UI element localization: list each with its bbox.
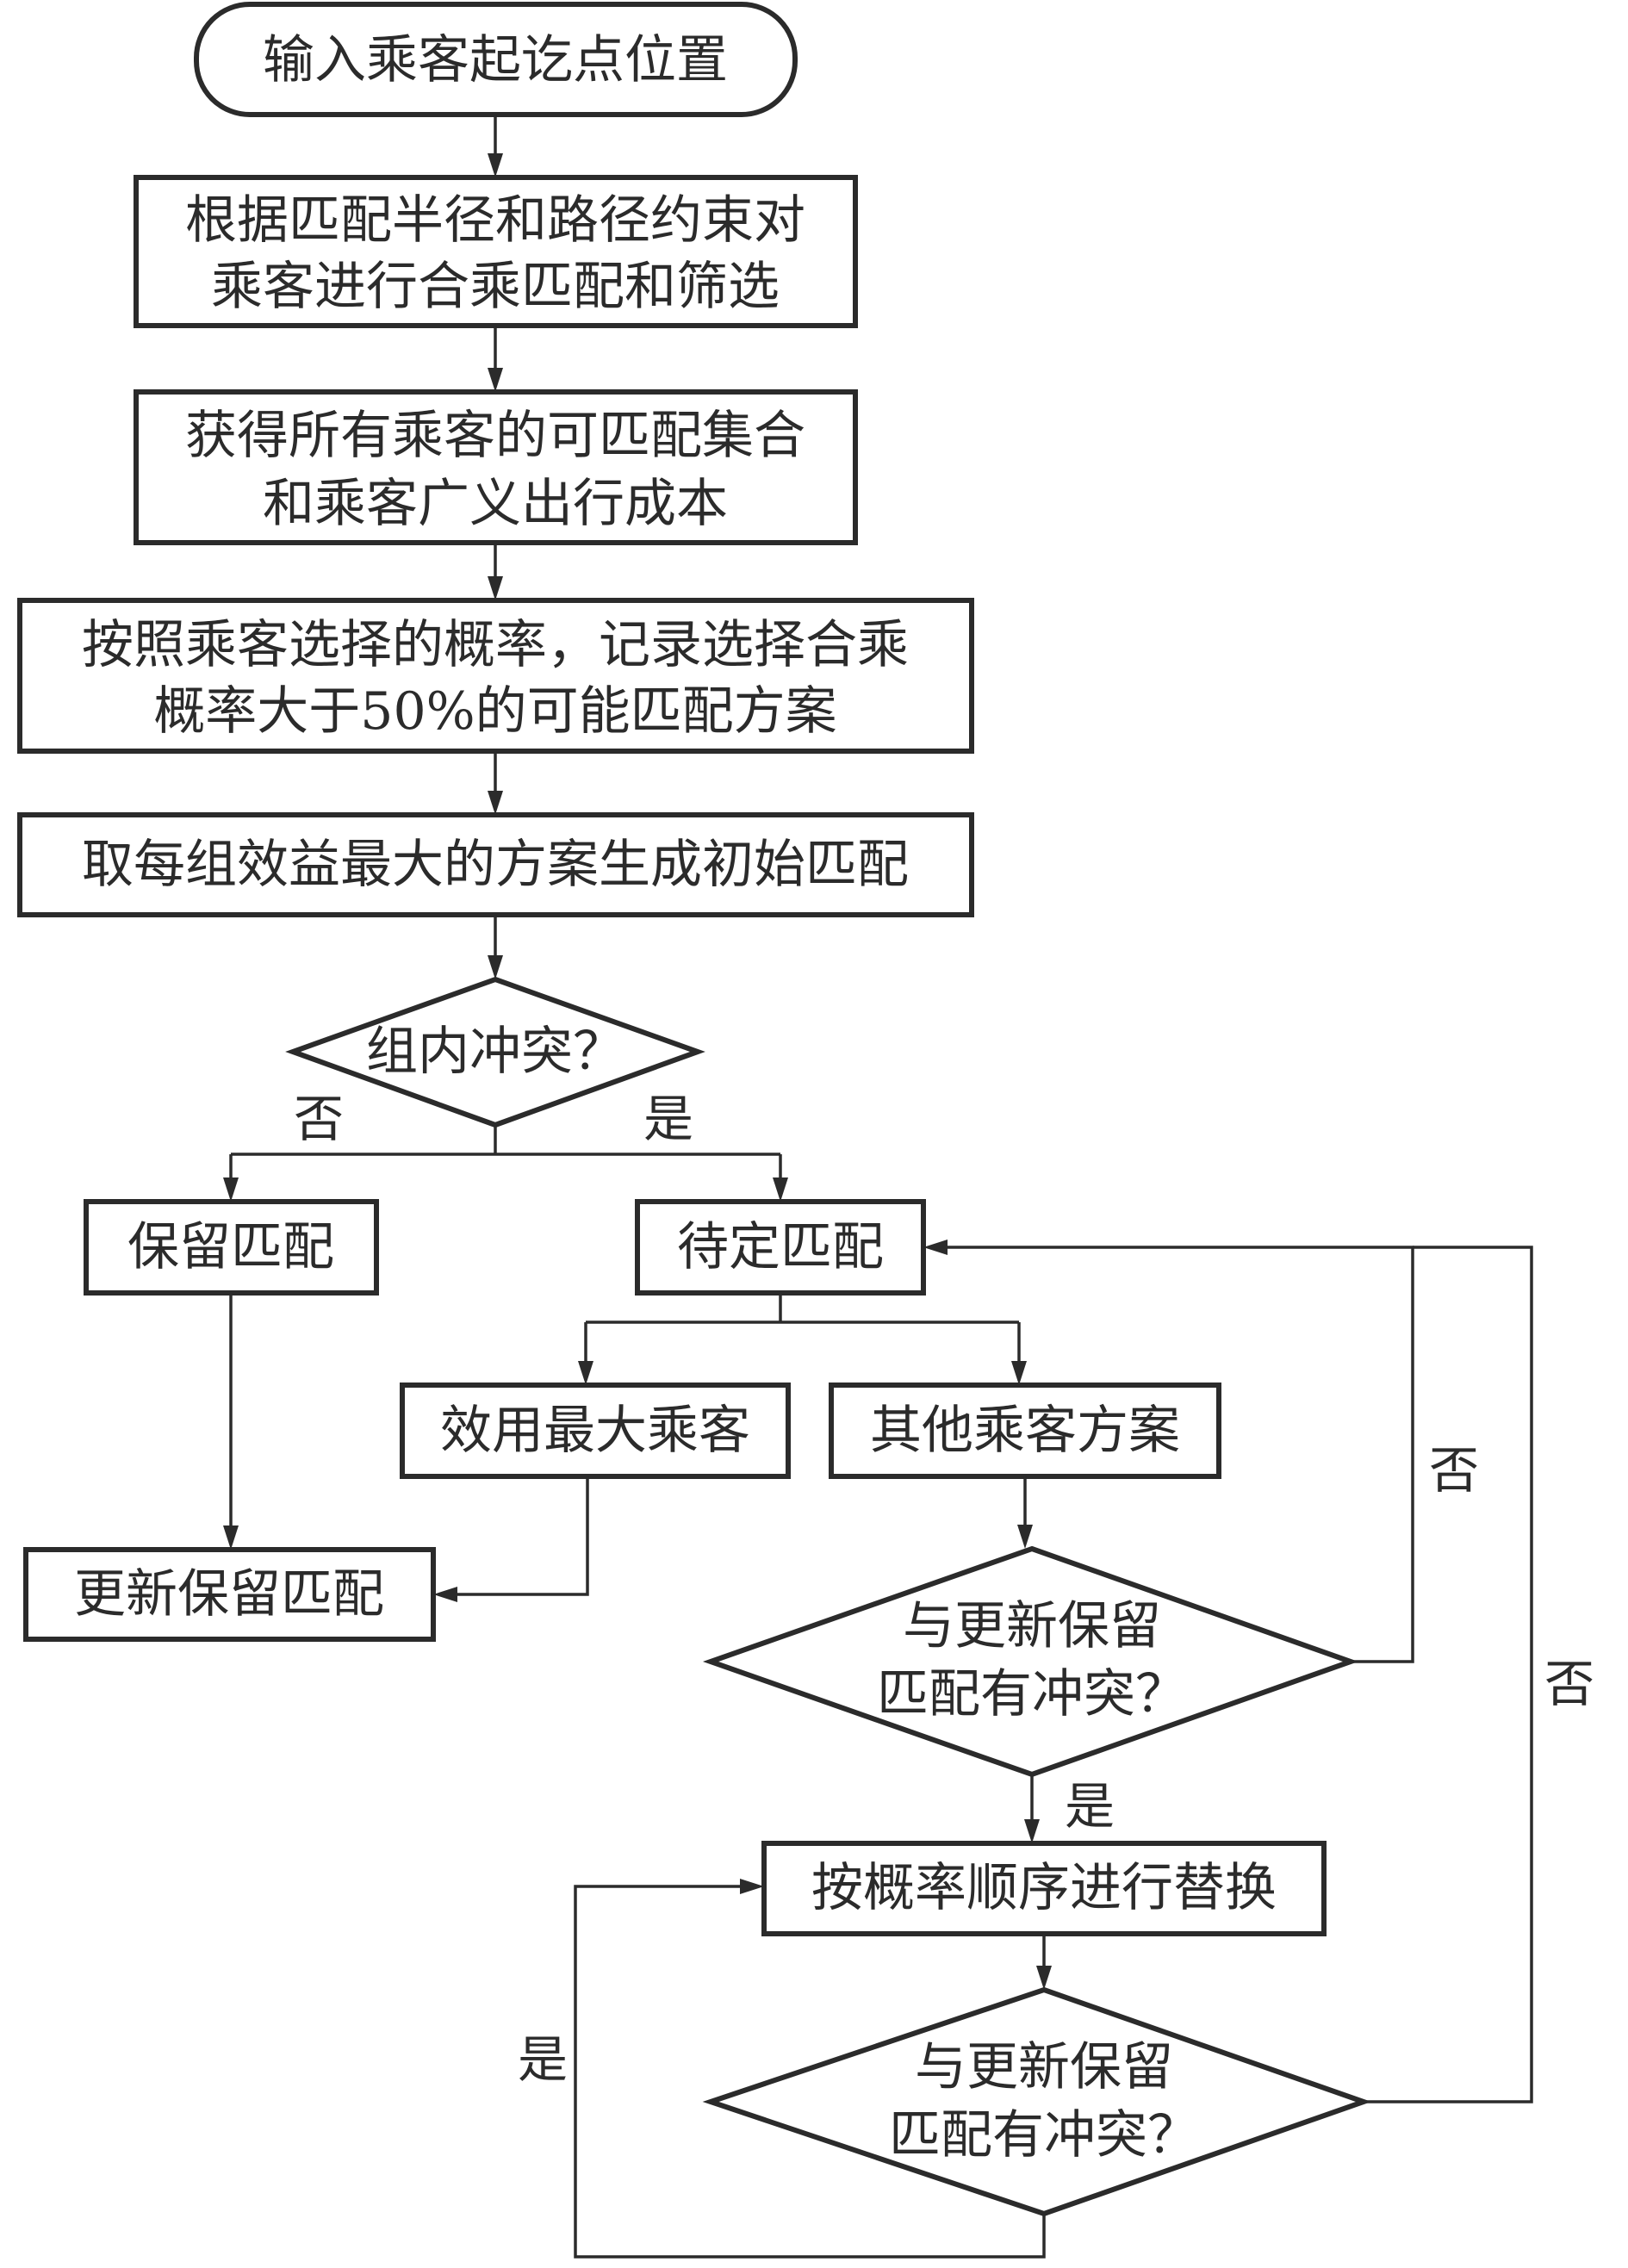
node-input: 输入乘客起讫点位置 bbox=[194, 2, 798, 117]
label-check2-yes: 是 bbox=[518, 2030, 568, 2089]
node-check-1-label-2: 匹配有冲突？ bbox=[877, 1664, 1187, 1724]
edge-keep-to-update bbox=[223, 1293, 239, 1550]
node-initial: 取每组效益最大的方案生成初始匹配 bbox=[17, 812, 974, 917]
node-filter: 根据匹配半径和路径约束对 乘客进行合乘匹配和筛选 bbox=[134, 175, 858, 328]
label-group-yes: 是 bbox=[643, 1090, 693, 1148]
node-check-2-label-2: 匹配有冲突？ bbox=[889, 2105, 1199, 2165]
edge-record-to-initial bbox=[488, 751, 503, 815]
node-check-1-label-1: 与更新保留 bbox=[903, 1596, 1161, 1656]
node-record: 按照乘客选择的概率，记录选择合乘 概率大于50%的可能匹配方案 bbox=[17, 598, 974, 754]
node-check-1: 与更新保留 匹配有冲突？ bbox=[702, 1545, 1358, 1778]
node-collect-label-2: 和乘客广义出行成本 bbox=[263, 474, 728, 534]
label-check2-no: 否 bbox=[1544, 1655, 1594, 1713]
node-other-plans: 其他乘客方案 bbox=[829, 1383, 1221, 1479]
node-record-label-1: 按照乘客选择的概率，记录选择合乘 bbox=[82, 615, 909, 675]
node-record-label-2: 概率大于50%的可能匹配方案 bbox=[153, 681, 836, 742]
node-replace: 按概率顺序进行替换 bbox=[761, 1841, 1327, 1936]
edge-collect-to-record bbox=[488, 543, 503, 600]
node-pending-label: 待定匹配 bbox=[677, 1217, 884, 1277]
node-filter-label-1: 根据匹配半径和路径约束对 bbox=[185, 190, 805, 251]
node-check-2-label-1: 与更新保留 bbox=[915, 2037, 1173, 2097]
node-check-2: 与更新保留 匹配有冲突？ bbox=[702, 1986, 1372, 2217]
node-input-label: 输入乘客起讫点位置 bbox=[263, 30, 728, 90]
node-conflict-in-group: 组内冲突？ bbox=[285, 976, 705, 1128]
label-group-no: 否 bbox=[294, 1090, 344, 1148]
node-max-utility: 效用最大乘客 bbox=[400, 1383, 791, 1479]
edge-pending-branches bbox=[578, 1293, 1027, 1385]
node-keep-label: 保留匹配 bbox=[127, 1217, 334, 1277]
node-other-plans-label: 其他乘客方案 bbox=[870, 1401, 1180, 1461]
edge-input-to-filter bbox=[488, 115, 503, 177]
node-collect: 获得所有乘客的可匹配集合 和乘客广义出行成本 bbox=[134, 389, 858, 545]
node-conflict-in-group-label: 组内冲突？ bbox=[366, 1022, 624, 1082]
edge-maxutil-to-update bbox=[433, 1476, 589, 1602]
label-check1-yes: 是 bbox=[1065, 1777, 1115, 1836]
node-filter-label-2: 乘客进行合乘匹配和筛选 bbox=[211, 257, 780, 317]
edge-check1-no-to-pending bbox=[923, 1240, 1414, 1663]
edge-replace-to-check2 bbox=[1036, 1934, 1052, 1990]
edge-initial-to-conflict bbox=[488, 915, 503, 979]
edge-check2-yes-to-replace bbox=[574, 1879, 1046, 2259]
node-initial-label: 取每组效益最大的方案生成初始匹配 bbox=[82, 835, 909, 895]
node-keep: 保留匹配 bbox=[84, 1199, 379, 1296]
edge-check2-no-to-pending bbox=[1364, 1246, 1533, 2103]
label-check1-no: 否 bbox=[1429, 1441, 1479, 1500]
node-update-keep-label: 更新保留匹配 bbox=[74, 1564, 384, 1625]
node-update-keep: 更新保留匹配 bbox=[23, 1547, 436, 1642]
edge-check1-yes-to-replace bbox=[1024, 1774, 1040, 1843]
edge-filter-to-collect bbox=[488, 326, 503, 392]
edge-other-to-check1 bbox=[1017, 1476, 1033, 1549]
node-max-utility-label: 效用最大乘客 bbox=[440, 1401, 750, 1461]
node-pending: 待定匹配 bbox=[635, 1199, 926, 1296]
edge-conflict-branches bbox=[223, 1125, 788, 1202]
node-replace-label: 按概率顺序进行替换 bbox=[811, 1858, 1277, 1918]
node-collect-label-1: 获得所有乘客的可匹配集合 bbox=[185, 406, 805, 466]
